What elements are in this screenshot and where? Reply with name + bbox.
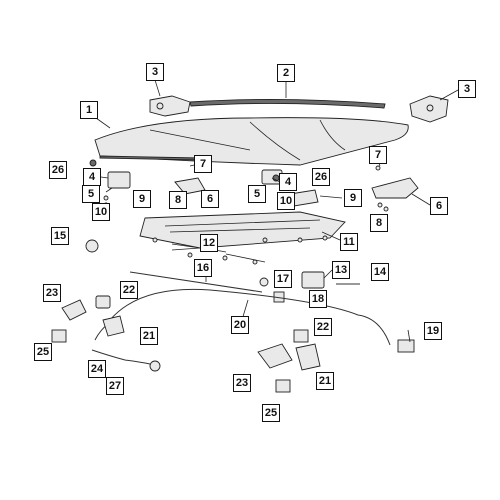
- callout-20: 20: [231, 316, 249, 334]
- callout-26: 26: [312, 168, 330, 186]
- callout-1: 1: [80, 101, 98, 119]
- callout-4: 4: [279, 173, 297, 191]
- latch-part-25-right: [275, 379, 291, 393]
- latch-part-22-right: [293, 329, 309, 343]
- callout-6: 6: [201, 190, 219, 208]
- release-cable: [109, 288, 391, 346]
- callout-5: 5: [82, 185, 100, 203]
- callout-12: 12: [200, 234, 218, 252]
- latch-part-13: [301, 271, 325, 289]
- callout-23: 23: [43, 284, 61, 302]
- callout-3: 3: [458, 80, 476, 98]
- callout-9: 9: [133, 190, 151, 208]
- release-handle-cable: [91, 349, 151, 365]
- callout-18: 18: [309, 290, 327, 308]
- callout-10: 10: [92, 203, 110, 221]
- callout-10: 10: [277, 192, 295, 210]
- support-rod: [129, 271, 263, 293]
- callout-11: 11: [340, 233, 358, 251]
- callout-2: 2: [277, 64, 295, 82]
- callout-21: 21: [140, 327, 158, 345]
- callout-22: 22: [120, 281, 138, 299]
- callout-6: 6: [430, 197, 448, 215]
- latch-part-21-right: [295, 343, 321, 371]
- latch-part-23-right: [257, 343, 293, 369]
- callout-25: 25: [262, 404, 280, 422]
- callout-21: 21: [316, 372, 334, 390]
- release-knob: [149, 360, 161, 372]
- callout-7: 7: [369, 146, 387, 164]
- callout-17: 17: [274, 270, 292, 288]
- insulation-clips: [152, 235, 328, 265]
- grommet: [85, 239, 99, 253]
- callout-16: 16: [194, 259, 212, 277]
- callout-14: 14: [371, 263, 389, 281]
- connector-part-19: [397, 339, 415, 353]
- latch-part-21-left: [102, 315, 125, 337]
- callout-23: 23: [233, 374, 251, 392]
- callout-5: 5: [248, 185, 266, 203]
- latch-part-22-left: [95, 295, 111, 309]
- callout-9: 9: [344, 189, 362, 207]
- hood-inner-panel: [139, 211, 346, 249]
- callout-27: 27: [106, 377, 124, 395]
- callout-19: 19: [424, 322, 442, 340]
- callout-8: 8: [169, 191, 187, 209]
- callout-13: 13: [332, 261, 350, 279]
- callout-25: 25: [34, 343, 52, 361]
- callout-15: 15: [51, 227, 69, 245]
- latch-part-23-left: [61, 299, 87, 321]
- callout-8: 8: [370, 214, 388, 232]
- callout-24: 24: [88, 360, 106, 378]
- callout-7: 7: [194, 155, 212, 173]
- right-latch-bracket: [371, 165, 419, 212]
- weatherstrip: [189, 98, 386, 109]
- callout-4: 4: [83, 168, 101, 186]
- callout-26: 26: [49, 161, 67, 179]
- latch-part-25-left: [51, 329, 67, 343]
- callout-3: 3: [146, 63, 164, 81]
- hinge-right: [409, 95, 449, 123]
- hinge-left: [149, 95, 191, 117]
- callout-22: 22: [314, 318, 332, 336]
- bumper-part-17: [259, 277, 269, 287]
